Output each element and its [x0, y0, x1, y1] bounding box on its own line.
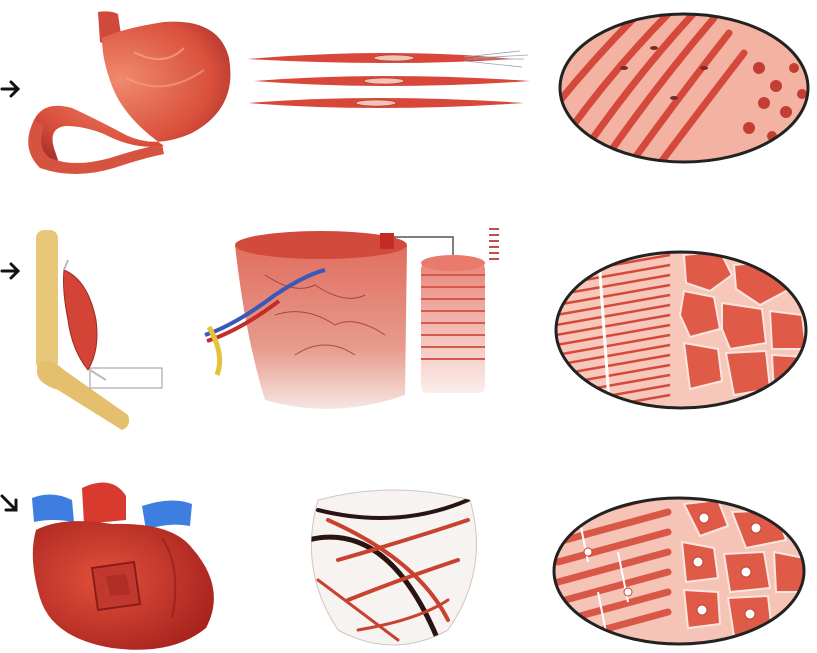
smooth-muscle-row	[0, 0, 817, 210]
skeletal-muscle-row	[0, 215, 817, 425]
heart-icon	[22, 478, 237, 653]
cardiac-muscle-micrograph-icon	[548, 492, 810, 650]
stomach-icon	[14, 8, 239, 178]
smooth-muscle-micrograph-icon	[554, 8, 814, 168]
arrow-icon	[0, 492, 22, 514]
cardiac-muscle-row	[0, 440, 817, 650]
skeletal-muscle-micrograph-icon	[550, 245, 812, 415]
arm-bone-muscle-icon	[28, 230, 168, 435]
spindle-cells-icon	[244, 45, 534, 125]
muscle-fiber-bundle-icon	[195, 215, 515, 425]
myocardium-wall-icon	[298, 480, 488, 652]
arrow-icon	[0, 260, 22, 282]
